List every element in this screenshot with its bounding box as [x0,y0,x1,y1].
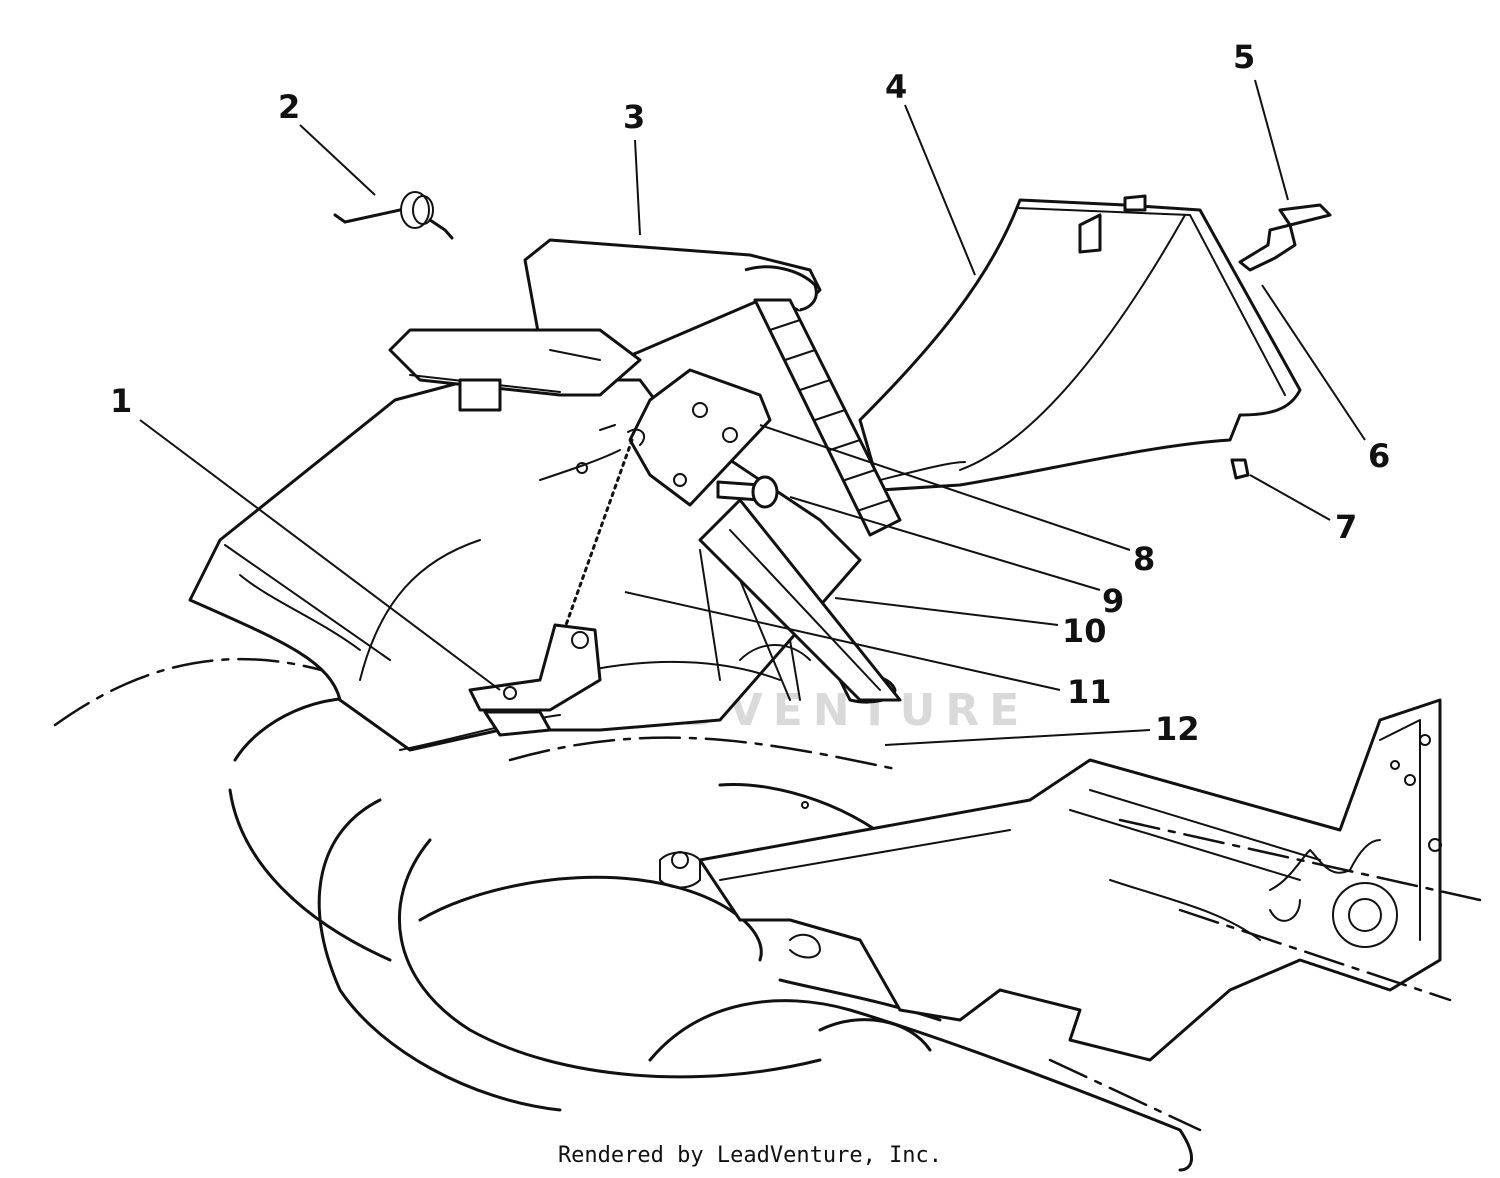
support-post [698,498,902,702]
leader-8 [759,424,1131,551]
leader-9 [789,496,1101,591]
leader-3 [634,139,641,236]
lift-lever [388,238,902,537]
callout-10: 10 [1062,612,1107,650]
leader-lines [139,79,1366,746]
callout-2: 2 [278,88,300,126]
callout-11: 11 [1067,673,1112,711]
leader-7 [1249,474,1331,521]
callout-8: 8 [1133,540,1155,578]
leader-6 [1261,284,1366,441]
latch-handle [1238,203,1332,272]
torsion-spring [333,191,454,240]
callout-12: 12 [1155,710,1200,748]
leader-10 [834,597,1059,626]
shoulder-bolt [716,475,779,509]
leader-12 [884,729,1151,746]
callout-9: 9 [1102,582,1124,620]
pivot-plate [628,368,772,507]
extension-spring [564,424,646,627]
callout-1: 1 [110,382,132,420]
callout-labels: 1 2 3 4 5 6 7 8 9 10 11 12 [110,38,1390,748]
chute-deflector [858,194,1302,492]
callout-7: 7 [1335,508,1357,546]
mower-deck [53,657,1482,1172]
screw [1230,458,1250,480]
credit-text: Rendered by LeadVenture, Inc. [558,1143,942,1168]
spring-wire [539,449,621,481]
leader-5 [1254,79,1289,201]
callout-6: 6 [1368,437,1390,475]
callout-3: 3 [623,98,645,136]
callout-5: 5 [1233,38,1255,76]
leader-4 [904,104,976,276]
leader-1 [139,419,501,691]
mount-bracket [468,623,602,737]
leader-2 [299,124,376,196]
callout-4: 4 [885,68,907,106]
leader-11 [624,591,1061,691]
